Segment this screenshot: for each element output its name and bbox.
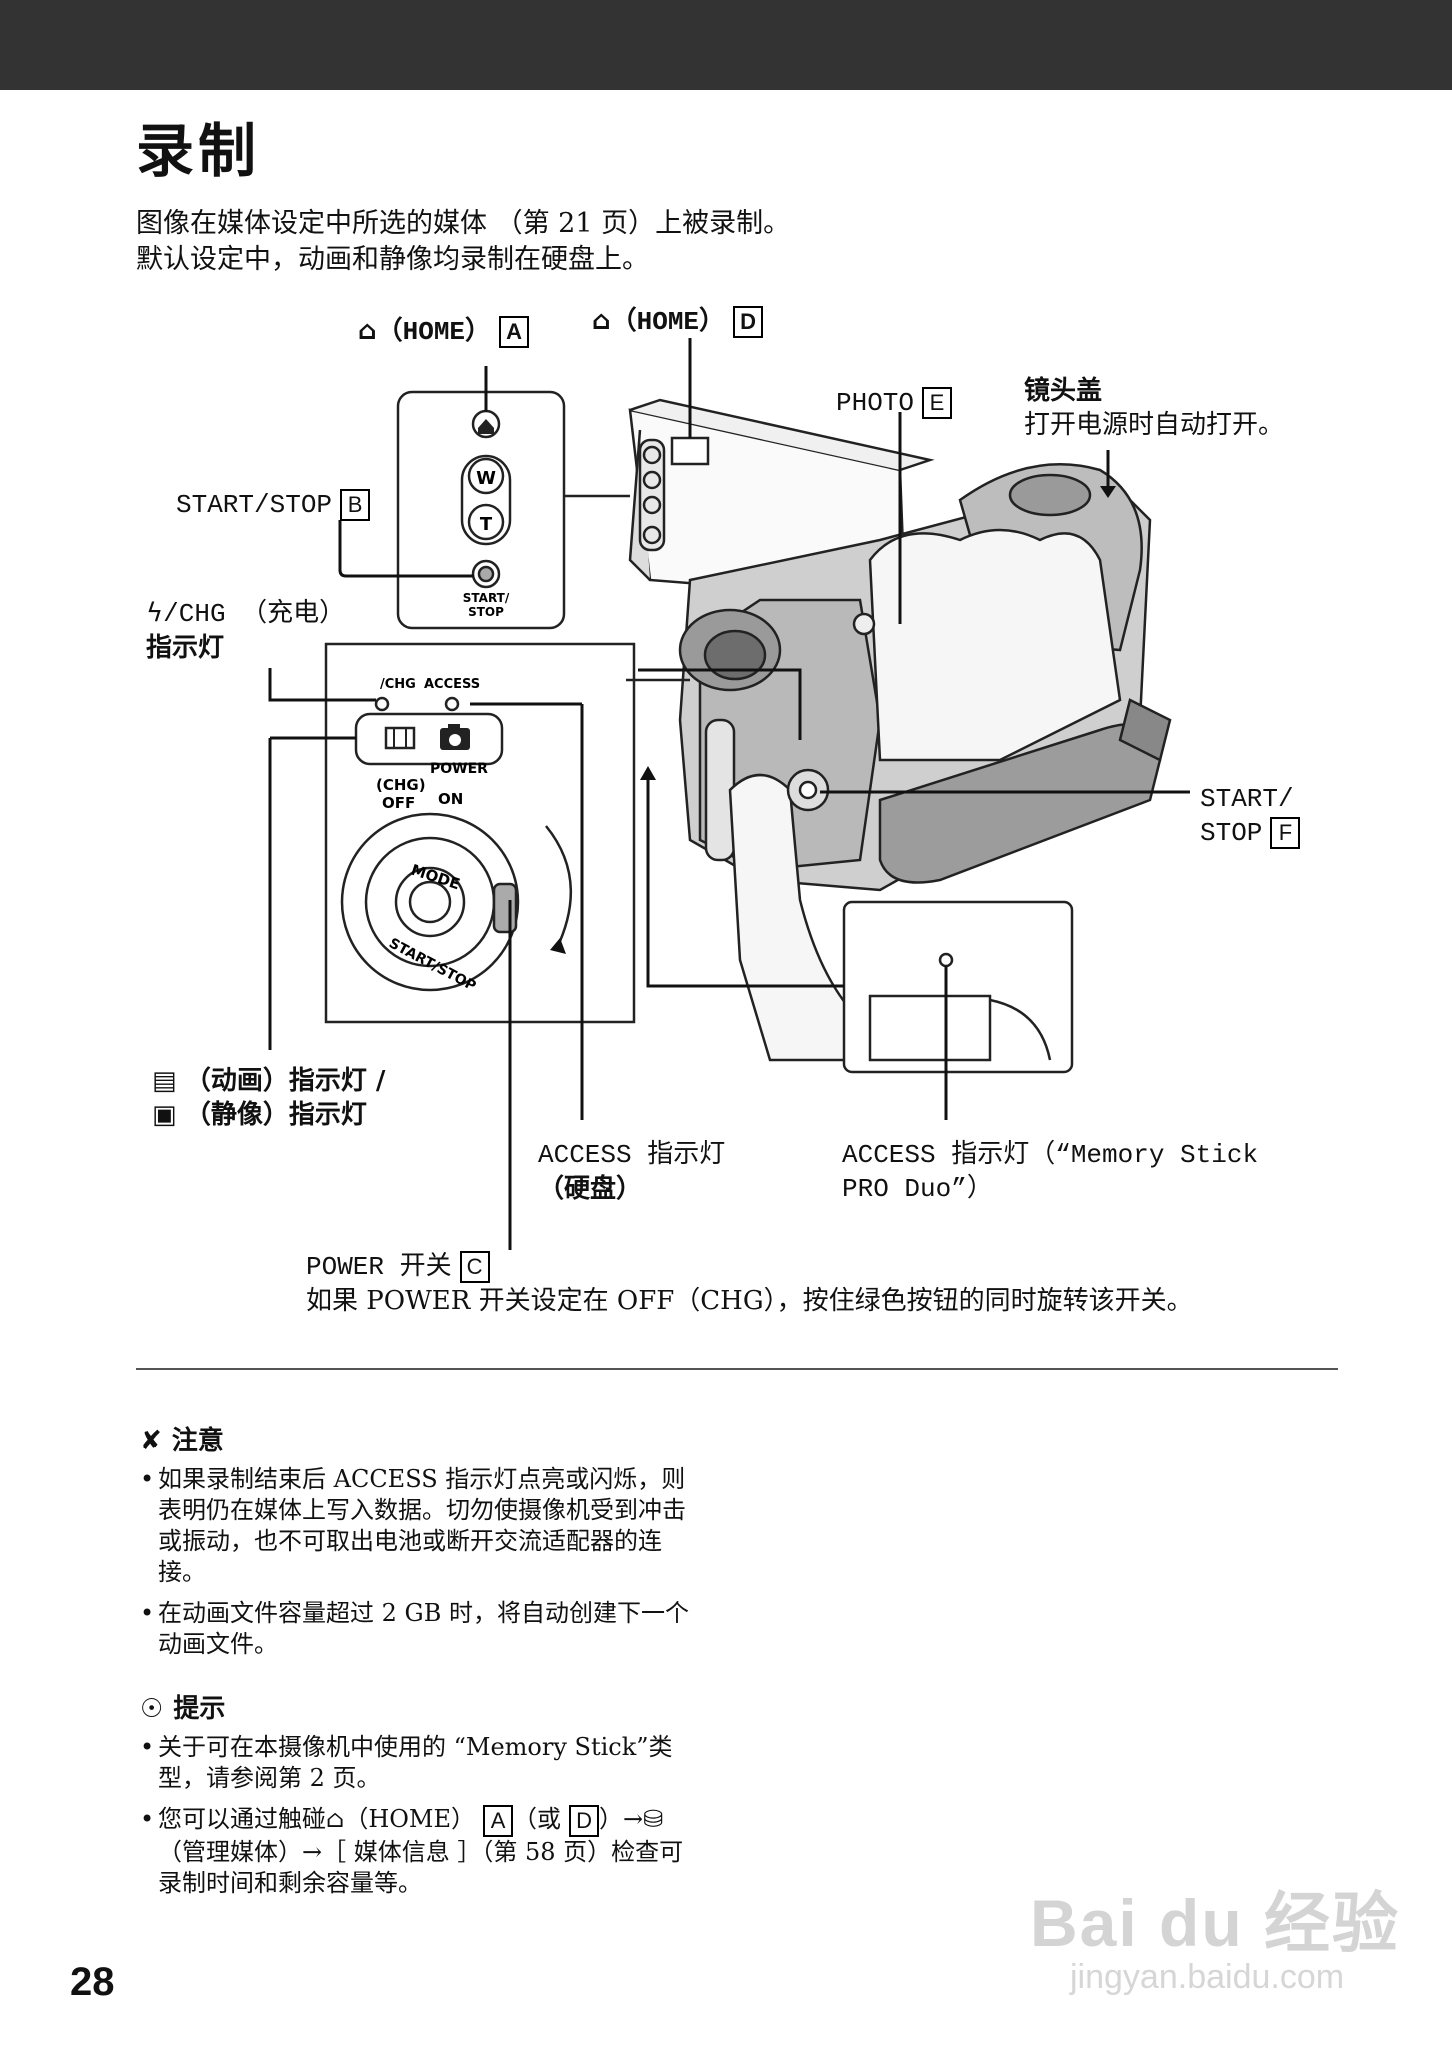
section-divider: [136, 1368, 1338, 1370]
list-item: 在动画文件容量超过 2 GB 时，将自动创建下一个动画文件。: [140, 1598, 700, 1660]
baidu-watermark: Bai du 经验 jingyan.baidu.com: [1030, 1840, 1410, 2000]
home-a-label: ⌂（HOME）A: [358, 314, 530, 349]
movie-still-lamp-label: ▤ （动画）指示灯 / ▣ （静像）指示灯: [152, 1066, 386, 1130]
letter-box-b: B: [340, 489, 371, 522]
list-item: 如果录制结束后 ACCESS 指示灯点亮或闪烁，则表明仍在媒体上写入数据。切勿使…: [140, 1464, 700, 1588]
power-desc: 如果 POWER 开关设定在 OFF（CHG），按住绿色按钮的同时旋转该开关。: [306, 1286, 1193, 1316]
zoom-t-label: T: [480, 514, 493, 535]
letter-box-d: D: [569, 1804, 600, 1837]
panel-access-label: ACCESS: [424, 677, 480, 692]
flash-icon: ϟ: [146, 598, 164, 628]
chg-lamp-label: ϟ/CHG （充电） 指示灯: [146, 598, 346, 663]
letter-box-f: F: [1270, 817, 1301, 850]
watermark-brand: Bai du 经验: [1030, 1886, 1401, 1960]
tips-list: 关于可在本摄像机中使用的 “Memory Stick”类型，请参阅第 2 页。 …: [140, 1732, 700, 1909]
letter-box-c: C: [459, 1251, 490, 1284]
panel-stop-label: STOP: [468, 605, 504, 619]
letter-box-a: A: [499, 315, 530, 348]
panel-on-label: ON: [438, 790, 463, 808]
page-title: 录制: [136, 117, 261, 185]
home-icon: ⌂: [592, 306, 611, 336]
camcorder-diagram: W T START/ STOP /CHG ACCESS POWER (CHG) …: [268, 338, 1190, 1250]
lens-cap-title: 镜头盖: [1024, 376, 1103, 406]
access-ms-label: ACCESS 指示灯（“Memory Stick PRO Duo”）: [842, 1140, 1259, 1204]
home-d-label: ⌂（HOME）D: [592, 304, 764, 339]
access-hdd-label: ACCESS 指示灯 （硬盘）: [538, 1140, 726, 1204]
caution-list: 如果录制结束后 ACCESS 指示灯点亮或闪烁，则表明仍在媒体上写入数据。切勿使…: [140, 1464, 700, 1670]
movie-icon: ▤: [152, 1066, 177, 1096]
lens-cap-desc: 打开电源时自动打开。: [1024, 410, 1285, 440]
list-item: 您可以通过触碰⌂（HOME）A（或D）→⛁（管理媒体）→［ 媒体信息 ］（第 5…: [140, 1804, 700, 1899]
panel-chg-label: /CHG: [380, 677, 416, 692]
top-bar: [0, 0, 1452, 90]
panel-power-label: POWER: [430, 761, 488, 777]
intro-line-2: 默认设定中，动画和静像均录制在硬盘上。: [136, 244, 649, 275]
panel-start-label: START/: [463, 591, 510, 605]
lightbulb-icon: ☉: [140, 1694, 164, 1724]
intro-line-1: 图像在媒体设定中所选的媒体 （第 21 页）上被录制。: [136, 208, 791, 239]
camera-icon: ▣: [152, 1100, 177, 1130]
letter-box-a: A: [483, 1804, 514, 1837]
panel-off-label: OFF: [382, 794, 415, 812]
letter-box-e: E: [922, 387, 953, 420]
page-number: 28: [70, 1960, 115, 2004]
caution-icon: ✘: [140, 1426, 162, 1456]
letter-box-d: D: [733, 305, 764, 338]
list-item: 关于可在本摄像机中使用的 “Memory Stick”类型，请参阅第 2 页。: [140, 1732, 700, 1794]
home-icon: ⌂: [358, 316, 377, 346]
intro-text: 图像在媒体设定中所选的媒体 （第 21 页）上被录制。 默认设定中，动画和静像均…: [136, 206, 790, 278]
home-icon: ⌂: [326, 1805, 345, 1833]
caution-heading: ✘注意: [140, 1426, 224, 1456]
lens-cap-label: 镜头盖 打开电源时自动打开。: [1024, 374, 1284, 442]
zoom-w-label: W: [476, 468, 496, 489]
manage-media-icon: ⛁: [643, 1805, 664, 1833]
tips-heading: ☉提示: [140, 1694, 226, 1724]
watermark-url: jingyan.baidu.com: [1070, 1958, 1345, 1996]
panel-chg-paren-label: (CHG): [376, 776, 426, 794]
